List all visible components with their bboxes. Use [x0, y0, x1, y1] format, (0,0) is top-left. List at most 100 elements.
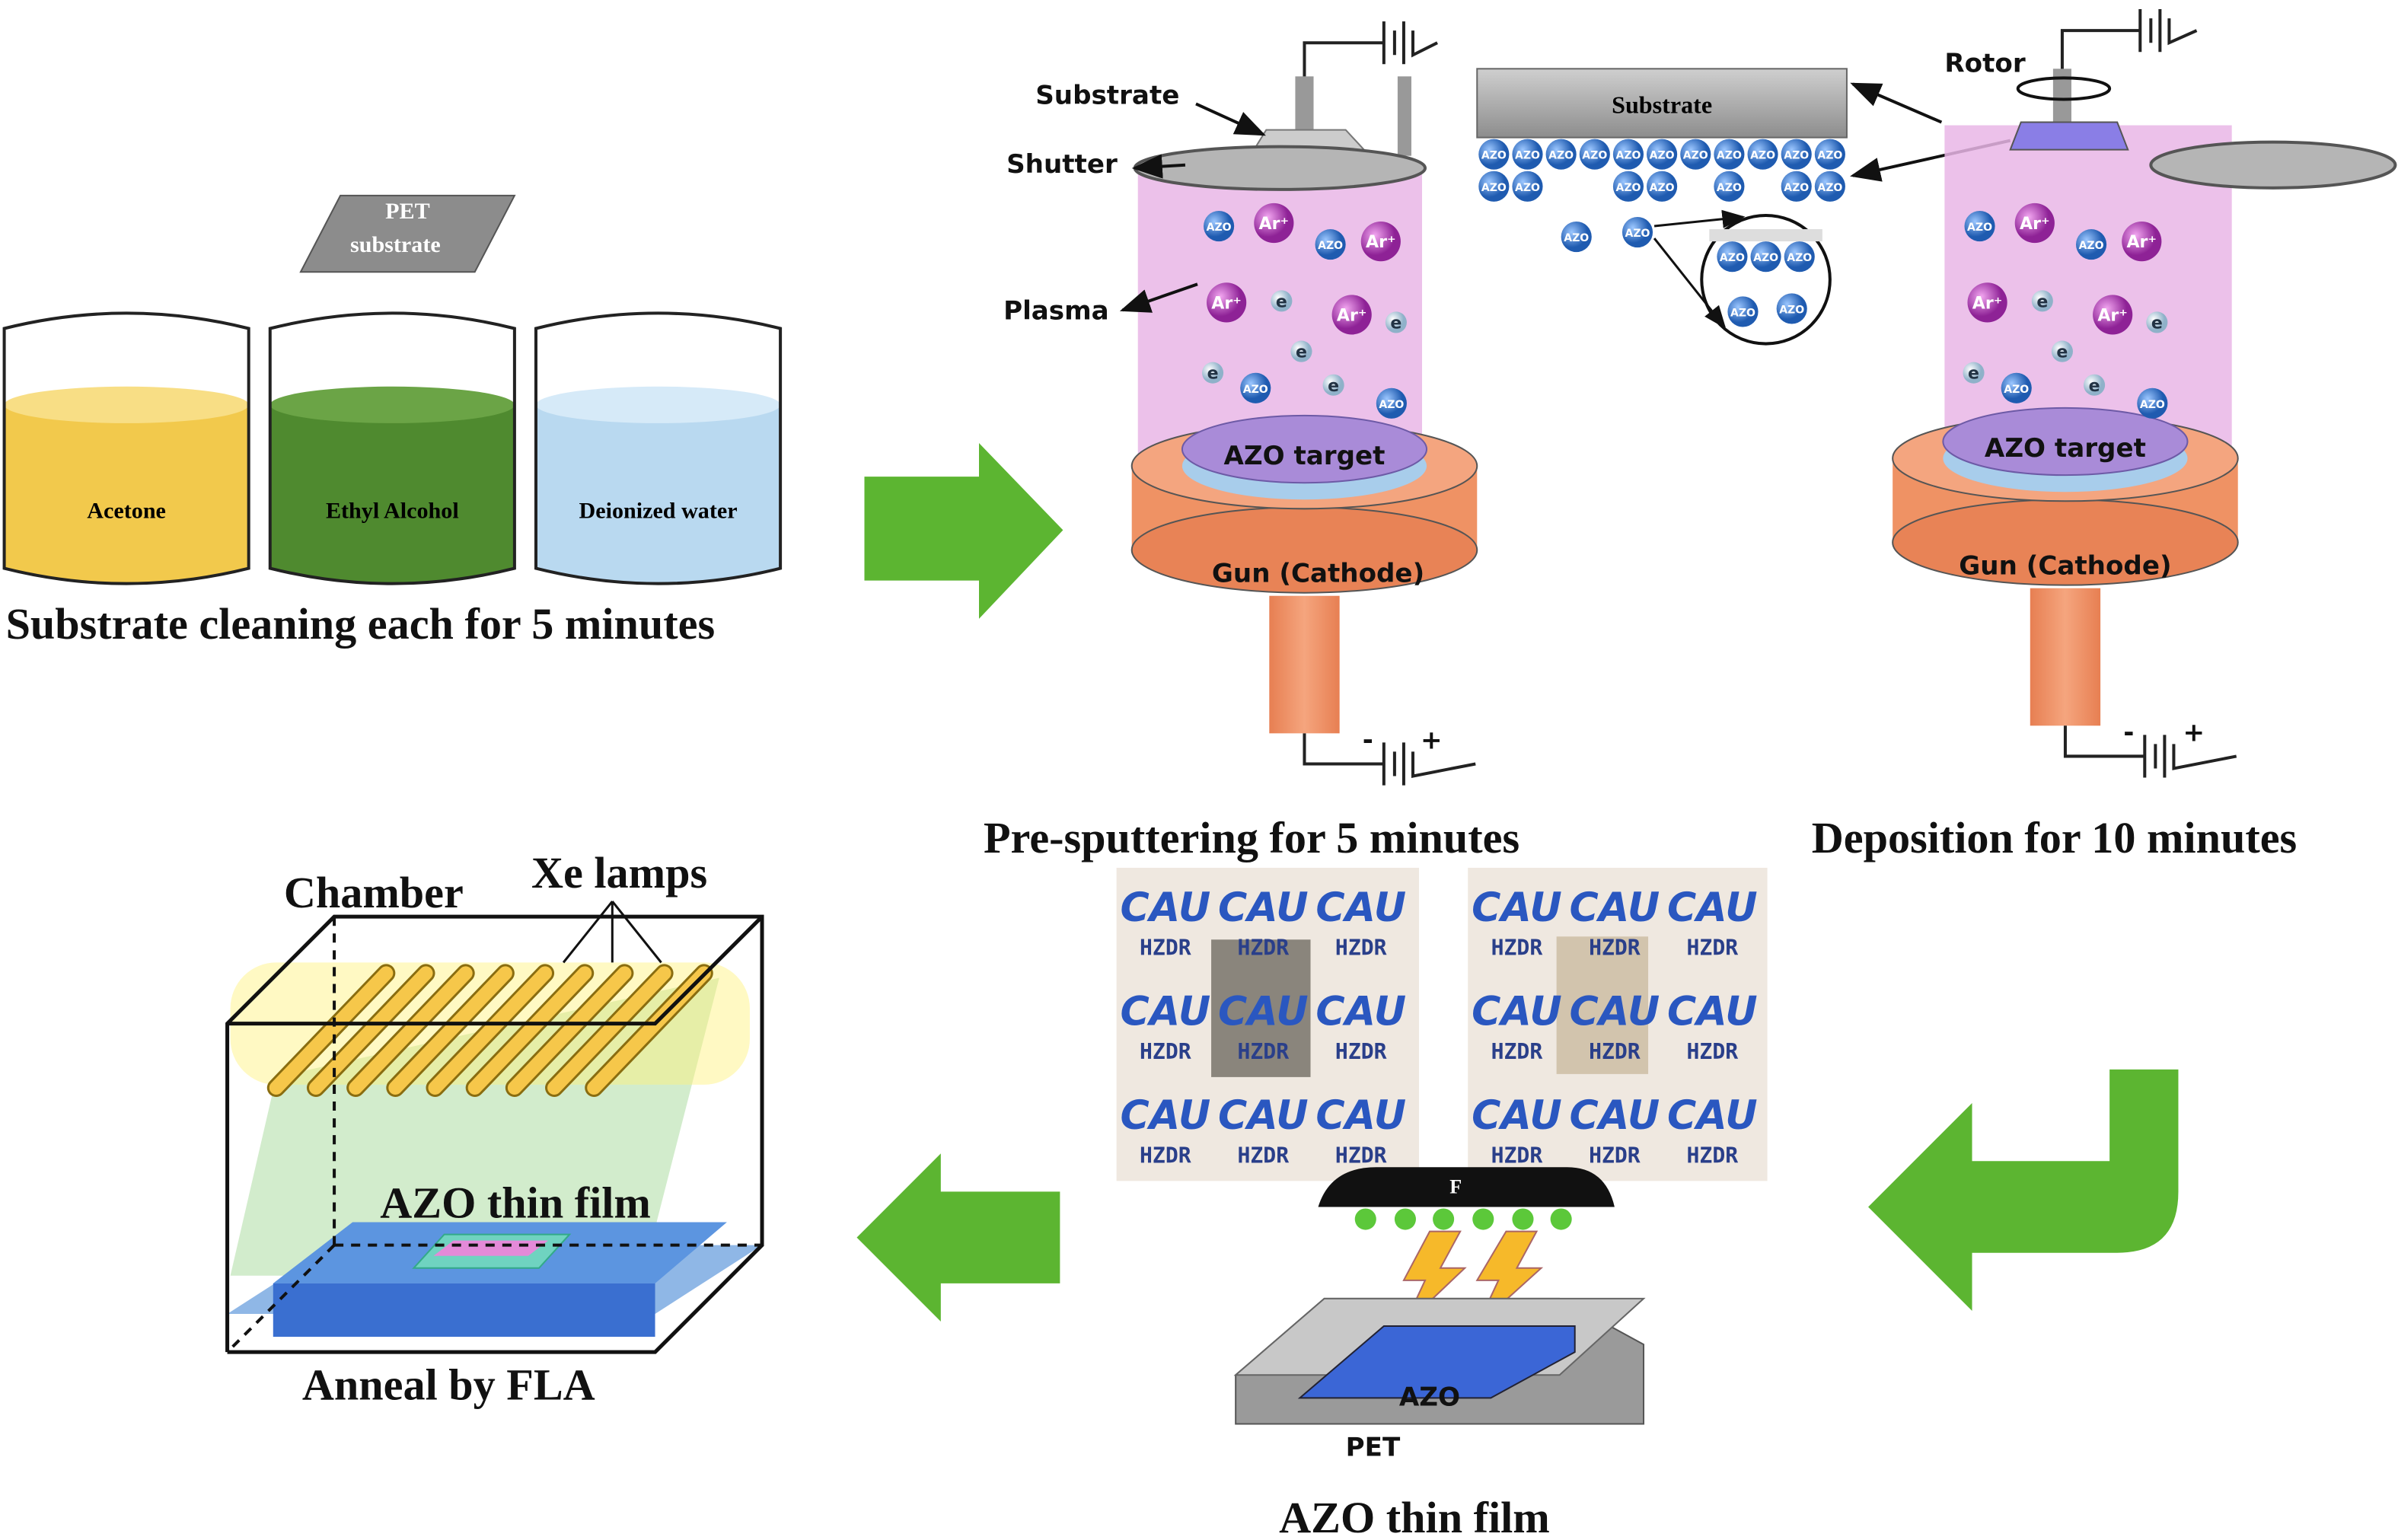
ar-particle-label: Ar⁺ — [1259, 215, 1290, 234]
ar-particle: Ar⁺ — [2014, 202, 2055, 244]
ar-particle: Ar⁺ — [2122, 222, 2162, 262]
azo-particle: AZO — [1784, 241, 1815, 273]
flash-lamp-step: F AZO PET AZO thin film — [1233, 1167, 1646, 1540]
azo-particle-label: AZO — [1967, 222, 1992, 234]
ar-particle: Ar⁺ — [1360, 222, 1401, 262]
azo-particle-label: AZO — [1481, 150, 1507, 162]
flash-lamp — [1318, 1167, 1615, 1207]
azo-film-label: AZO — [1399, 1382, 1460, 1412]
ar-particle-label: Ar⁺ — [2126, 233, 2157, 252]
azo-particle: AZO — [1964, 210, 1995, 242]
hzdr-logo-text: HZDR — [1237, 935, 1289, 960]
chamber-label: Chamber — [284, 868, 464, 917]
e-particle-label: e — [2056, 343, 2068, 362]
xe-lamp — [428, 966, 553, 1095]
e-particle: e — [2084, 374, 2106, 396]
e-particle: e — [1963, 362, 1985, 384]
e-particle-label: e — [2151, 314, 2163, 333]
azo-particle: AZO — [1680, 139, 1711, 170]
hzdr-logo-text: HZDR — [1140, 1039, 1191, 1064]
ar-particle: Ar⁺ — [2093, 295, 2133, 335]
xe-lamp — [349, 966, 473, 1095]
pet-label: PET — [1346, 1433, 1401, 1463]
xe-lamps-label: Xe lamps — [531, 848, 707, 898]
azo-particle-label: AZO — [1753, 252, 1778, 264]
xe-lamp — [388, 966, 512, 1095]
deposition-minus: - — [2123, 717, 2134, 748]
azo-particle: AZO — [2001, 372, 2032, 403]
cleaning-step: PET substrate Acetone Ethyl Alcohol Deio… — [2, 194, 783, 649]
e-particle: e — [2146, 311, 2168, 333]
azo-particle: AZO — [1714, 139, 1745, 170]
azo-particle-label: AZO — [2140, 399, 2165, 411]
hzdr-logo-text: HZDR — [1687, 1143, 1739, 1168]
azo-particle-label: AZO — [1683, 150, 1708, 162]
arrow-return-icon — [1868, 1069, 2179, 1311]
azo-particle-label: AZO — [1720, 252, 1745, 264]
azo-particle: AZO — [1315, 229, 1346, 260]
azo-particle-label: AZO — [2079, 240, 2104, 252]
light-pulse-dot — [1433, 1208, 1455, 1230]
azo-particle-label: AZO — [1779, 304, 1804, 316]
light-pulse-dot — [1472, 1208, 1494, 1230]
cau-logo-text: CAU — [1472, 885, 1562, 931]
cau-logo-text: CAU — [1667, 990, 1758, 1035]
azo-particle: AZO — [1561, 222, 1592, 253]
cau-logo-text: CAU — [1472, 1093, 1562, 1139]
pet-substrate-label-2: substrate — [350, 231, 441, 257]
cau-logo-text: CAU — [1472, 990, 1562, 1035]
deposition-plus: + — [2183, 717, 2205, 748]
presputter-gun-label: Gun (Cathode) — [1212, 559, 1424, 589]
ar-particle: Ar⁺ — [1331, 295, 1372, 335]
hzdr-logo-text: HZDR — [1237, 1039, 1289, 1064]
e-particle: e — [2051, 340, 2073, 362]
azo-particle-label: AZO — [1817, 182, 1842, 194]
azo-particle: AZO — [1781, 139, 1812, 170]
cau-logo-text: CAU — [1315, 885, 1406, 931]
fla-chamber: Chamber Xe lamps AZO thin film Anneal by… — [225, 848, 764, 1409]
e-particle-label: e — [2089, 377, 2100, 396]
hzdr-logo-text: HZDR — [1491, 1143, 1543, 1168]
plasma-label: Plasma — [1003, 295, 1109, 326]
sample-photos: CAUHZDRCAUHZDRCAUHZDRCAUHZDRCAUHZDRCAUHZ… — [1116, 867, 1768, 1181]
hzdr-logo-text: HZDR — [1687, 935, 1739, 960]
hzdr-logo-text: HZDR — [1491, 1039, 1543, 1064]
e-particle-label: e — [1968, 365, 1979, 384]
azo-particle: AZO — [2075, 229, 2107, 260]
azo-particle: AZO — [1376, 387, 1407, 419]
deposition-caption: Deposition for 10 minutes — [1812, 813, 2297, 862]
azo-particle: AZO — [1204, 210, 1235, 242]
ar-particle-label: Ar⁺ — [2097, 306, 2128, 325]
hzdr-logo-text: HZDR — [1589, 1039, 1641, 1064]
azo-particle: AZO — [1612, 171, 1644, 202]
ground-symbol-icon — [2060, 9, 2198, 69]
azo-particle-label: AZO — [1787, 252, 1812, 264]
azo-particle: AZO — [1776, 293, 1807, 324]
azo-particle-label: AZO — [1379, 399, 1404, 411]
ground-symbol-icon — [1303, 21, 1438, 77]
film-before-flash — [1211, 939, 1311, 1077]
azo-particle: AZO — [1727, 296, 1759, 327]
presputter-substrate-label: Substrate — [1035, 80, 1179, 110]
azo-particle: AZO — [2137, 387, 2168, 419]
ar-particle-label: Ar⁺ — [1211, 294, 1242, 313]
azo-particle-label: AZO — [1582, 150, 1607, 162]
azo-particle: AZO — [1240, 372, 1271, 403]
rotation-arrow-icon — [2016, 76, 2112, 101]
azo-particle-label: AZO — [1650, 150, 1675, 162]
cleaning-caption: Substrate cleaning each for 5 minutes — [6, 599, 716, 649]
azo-particle: AZO — [1545, 139, 1577, 170]
ar-particle-label: Ar⁺ — [1972, 294, 2003, 313]
presputter-plus: + — [1421, 725, 1443, 755]
e-particle-label: e — [1207, 365, 1219, 384]
azo-particle-label: AZO — [1243, 384, 1268, 396]
ar-particle-label: Ar⁺ — [1337, 306, 1367, 325]
light-pulse-dot — [1354, 1208, 1376, 1230]
ar-particle: Ar⁺ — [1967, 282, 2007, 323]
beaker-label-acetone: Acetone — [87, 497, 166, 523]
light-pulse-dot — [1394, 1208, 1416, 1230]
azo-particle-label: AZO — [1717, 150, 1742, 162]
ar-particle: Ar⁺ — [1207, 282, 1247, 323]
